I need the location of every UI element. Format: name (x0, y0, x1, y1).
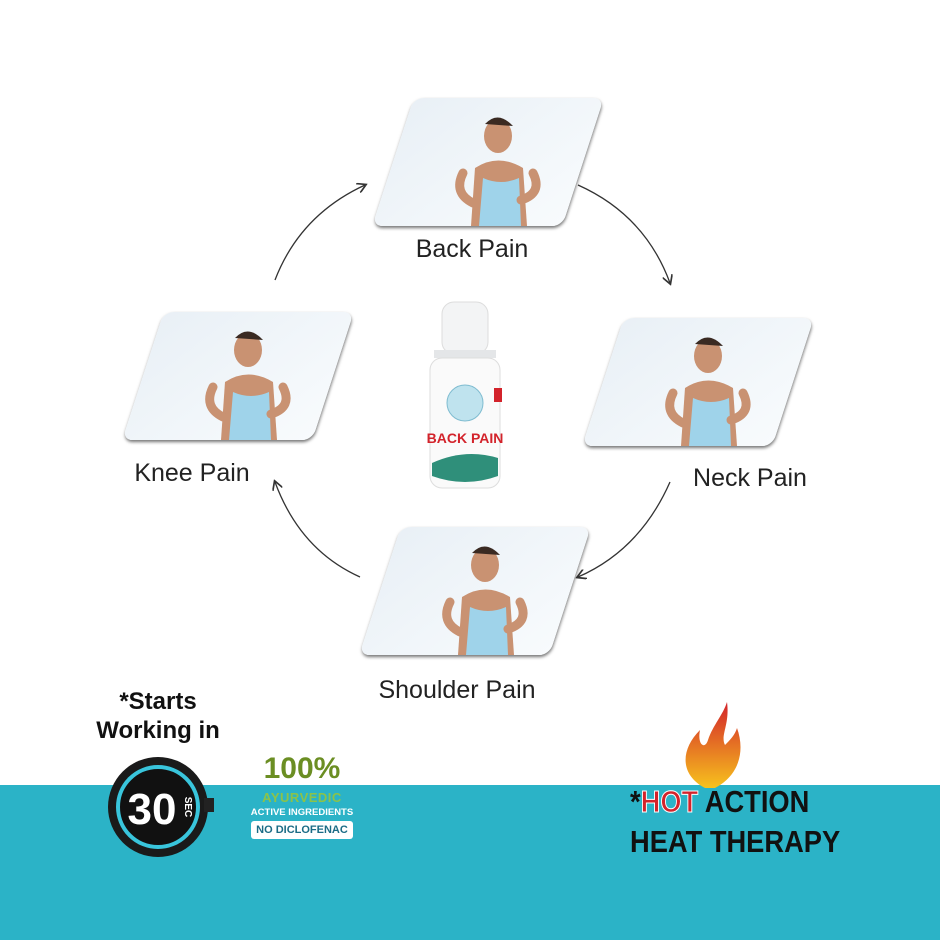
label-back-pain: Back Pain (415, 235, 529, 263)
active-ingredients: ACTIVE INGREDIENTS (250, 807, 354, 818)
arrow-back-to-neck (577, 184, 670, 283)
product-bottle: BACK PAIN (427, 301, 504, 489)
knee-pain-image (122, 312, 354, 440)
hot-word: HOT (640, 784, 699, 820)
person-figure (205, 331, 291, 440)
shoulder-pain-image (359, 527, 591, 655)
action-word: ACTION (698, 784, 810, 819)
person-figure (665, 337, 751, 446)
starts-line2: Working in (96, 717, 220, 744)
heat-therapy-text: *HOT ACTION HEAT THERAPY (630, 782, 840, 862)
person-figure (442, 546, 528, 655)
arrow-neck-to-shoulder (578, 481, 671, 577)
heat-asterisk: * (630, 784, 641, 819)
bottle-brand: BACK PAIN (427, 430, 504, 446)
label-shoulder-pain: Shoulder Pain (378, 676, 536, 704)
person-figure (455, 117, 541, 226)
timer-unit: SEC (182, 797, 193, 818)
arrow-shoulder-to-knee (275, 482, 361, 578)
starts-working-text: *Starts Working in (88, 687, 228, 745)
back-pain-image (372, 98, 604, 226)
arrow-knee-to-back (274, 185, 365, 281)
starts-line1: *Starts (119, 688, 197, 715)
flame-icon (685, 702, 741, 788)
ayurvedic-percent: 100% (263, 752, 341, 785)
ayurvedic-badge: 100% AYURVEDIC ACTIVE INGREDIENTS NO DIC… (247, 740, 357, 839)
timer-value: 30 (128, 785, 177, 834)
ayurvedic-label: AYURVEDIC (262, 790, 342, 805)
label-neck-pain: Neck Pain (693, 464, 807, 492)
label-knee-pain: Knee Pain (134, 459, 250, 487)
timer-badge: 30 SEC (108, 757, 214, 857)
neck-pain-image (582, 318, 814, 446)
no-diclofenac-badge: NO DICLOFENAC (251, 821, 353, 839)
heat-therapy-line: HEAT THERAPY (630, 824, 841, 859)
